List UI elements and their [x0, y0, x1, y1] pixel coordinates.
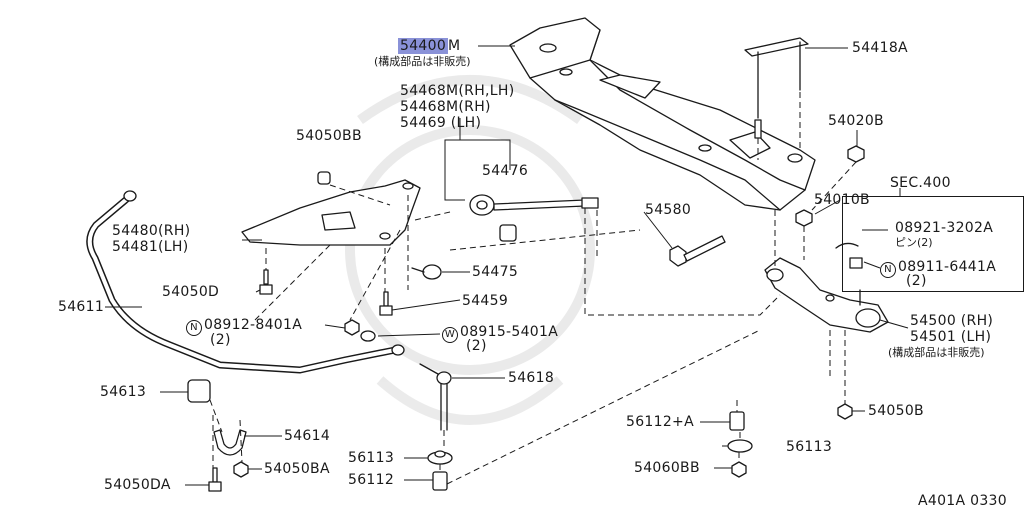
label-08911-sub: (2) — [906, 273, 927, 289]
label-54400m-code: 54400 — [398, 38, 449, 54]
nut-08912 — [344, 319, 360, 336]
label-56112: 56112 — [348, 472, 395, 488]
label-54614: 54614 — [284, 428, 331, 444]
label-54611: 54611 — [58, 299, 105, 315]
castle-nut — [849, 257, 863, 269]
label-08912-code: 08912-8401A — [204, 317, 303, 333]
label-54500-rh: 54500 (RH) — [910, 313, 994, 329]
nut-54050ba — [233, 461, 249, 478]
subframe-crossmember — [509, 17, 816, 211]
label-sec400: SEC.400 — [890, 175, 951, 191]
leader-lines — [105, 45, 909, 486]
label-54050d: 54050D — [162, 284, 220, 300]
bracket-54418a — [744, 37, 809, 139]
label-54481-lh: 54481(LH) — [112, 239, 189, 255]
label-54418a: 54418A — [852, 40, 908, 56]
label-08911-code: 08911-6441A — [898, 259, 997, 275]
assembly-lines — [209, 92, 857, 485]
nut-54060bb — [731, 461, 747, 478]
label-54060bb: 54060BB — [634, 460, 700, 476]
label-54618: 54618 — [508, 370, 555, 386]
label-54476: 54476 — [482, 163, 529, 179]
label-56113-right: 56113 — [786, 439, 833, 455]
label-08921: 08921-3202A — [895, 220, 994, 236]
cotter-pin — [835, 242, 859, 249]
bushing-56112 — [432, 471, 448, 491]
label-54050ba: 54050BA — [264, 461, 330, 477]
label-54501-lh: 54501 (LH) — [910, 329, 992, 345]
label-08915-code: 08915-5401A — [460, 324, 559, 340]
watermark-seal — [345, 75, 595, 425]
label-54050bb: 54050BB — [296, 128, 362, 144]
washer-08915 — [360, 330, 376, 342]
stabilizer-bracket-54480 — [241, 179, 421, 246]
bushing-54613 — [187, 379, 211, 403]
label-08912-sub: (2) — [210, 332, 231, 348]
transverse-link — [764, 257, 889, 333]
label-54020b: 54020B — [828, 113, 884, 129]
bolt-54050da — [208, 467, 222, 492]
label-54580: 54580 — [645, 202, 692, 218]
label-54400m-suffix: M — [448, 38, 461, 54]
circled-n-icon: N — [186, 320, 202, 336]
label-56113-left: 56113 — [348, 450, 395, 466]
nut-54050bb — [317, 171, 331, 185]
label-54613: 54613 — [100, 384, 147, 400]
label-54050da: 54050DA — [104, 477, 171, 493]
nut-54010b — [795, 209, 813, 227]
label-54050b: 54050B — [868, 403, 924, 419]
nut-54020b — [847, 145, 865, 163]
link-rod-54618 — [419, 363, 452, 431]
label-54468m-rhlh: 54468M(RH,LH) — [400, 83, 515, 99]
bolt-54459 — [379, 291, 393, 316]
insulator-56113-left — [427, 450, 453, 465]
label-56112a: 56112+A — [626, 414, 694, 430]
label-54475: 54475 — [472, 264, 519, 280]
label-08921-sub: ピン(2) — [895, 236, 933, 249]
figure-code: A401A 0330 — [918, 493, 1007, 509]
bolt-54580 — [669, 235, 726, 267]
label-54500-note: (構成部品は非販売) — [888, 346, 985, 359]
circled-n-icon: N — [880, 262, 896, 278]
label-54400m-note: (構成部品は非販売) — [374, 55, 471, 68]
bolt-54475 — [411, 264, 442, 280]
label-08915-sub: (2) — [466, 338, 487, 354]
clamp-54614 — [213, 429, 247, 456]
label-54459: 54459 — [462, 293, 509, 309]
bolt-54050d — [259, 269, 273, 295]
bushing-56112a — [729, 411, 745, 431]
label-54468m-rh: 54468M(RH) — [400, 99, 491, 115]
label-54469-lh: 54469 (LH) — [400, 115, 482, 131]
bushing-54476 — [469, 194, 599, 242]
nut-54050b — [837, 403, 853, 420]
circled-w-icon: W — [442, 327, 458, 343]
insulator-56113-right — [727, 439, 753, 453]
label-54480-rh: 54480(RH) — [112, 223, 191, 239]
